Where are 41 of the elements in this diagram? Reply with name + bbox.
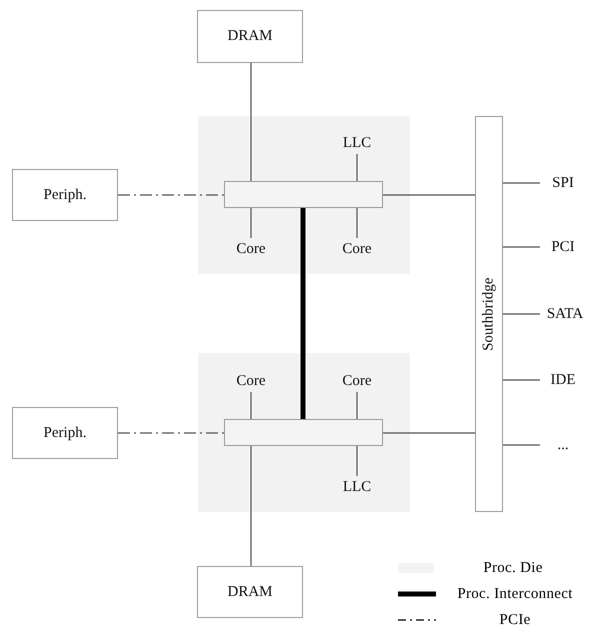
component-label: ... bbox=[540, 434, 586, 456]
southbridge-box: Southbridge bbox=[475, 116, 503, 512]
component-label: LLC bbox=[335, 476, 379, 498]
connector-line bbox=[250, 392, 252, 419]
legend-label: Proc. Interconnect bbox=[456, 586, 574, 602]
connector-line bbox=[356, 208, 358, 238]
connector-line bbox=[356, 154, 358, 181]
connector-line bbox=[503, 379, 540, 381]
component-label: LLC bbox=[335, 132, 379, 154]
connector-line bbox=[503, 246, 540, 248]
pcie-link bbox=[118, 194, 224, 196]
component-label: Core bbox=[226, 238, 276, 260]
component-box: DRAM bbox=[197, 10, 303, 63]
component-label: SATA bbox=[540, 303, 590, 325]
connector-line bbox=[503, 444, 540, 446]
processor-die bbox=[198, 353, 410, 512]
interconnect-bar bbox=[224, 419, 383, 446]
connector-line bbox=[383, 432, 475, 434]
connector-line bbox=[250, 446, 252, 566]
component-label: Core bbox=[332, 238, 382, 260]
connector-line bbox=[383, 194, 475, 196]
connector-line bbox=[356, 446, 358, 476]
legend-label: Proc. Die bbox=[482, 560, 544, 576]
component-box: Periph. bbox=[12, 407, 118, 459]
pcie-link bbox=[118, 432, 224, 434]
connector-line bbox=[250, 208, 252, 238]
component-box: Periph. bbox=[12, 169, 118, 221]
processor-die bbox=[198, 116, 410, 274]
component-label: PCI bbox=[540, 236, 586, 258]
component-label: SPI bbox=[540, 172, 586, 194]
connector-line bbox=[356, 392, 358, 419]
component-label: Core bbox=[226, 370, 276, 392]
connector-line bbox=[503, 182, 540, 184]
component-box: DRAM bbox=[197, 566, 303, 618]
component-label: Core bbox=[332, 370, 382, 392]
connector-line bbox=[503, 313, 540, 315]
interconnect-line bbox=[300, 208, 306, 419]
legend-label: PCIe bbox=[498, 612, 532, 628]
connector-line bbox=[250, 63, 252, 181]
component-label: IDE bbox=[540, 369, 586, 391]
interconnect-bar bbox=[224, 181, 383, 208]
